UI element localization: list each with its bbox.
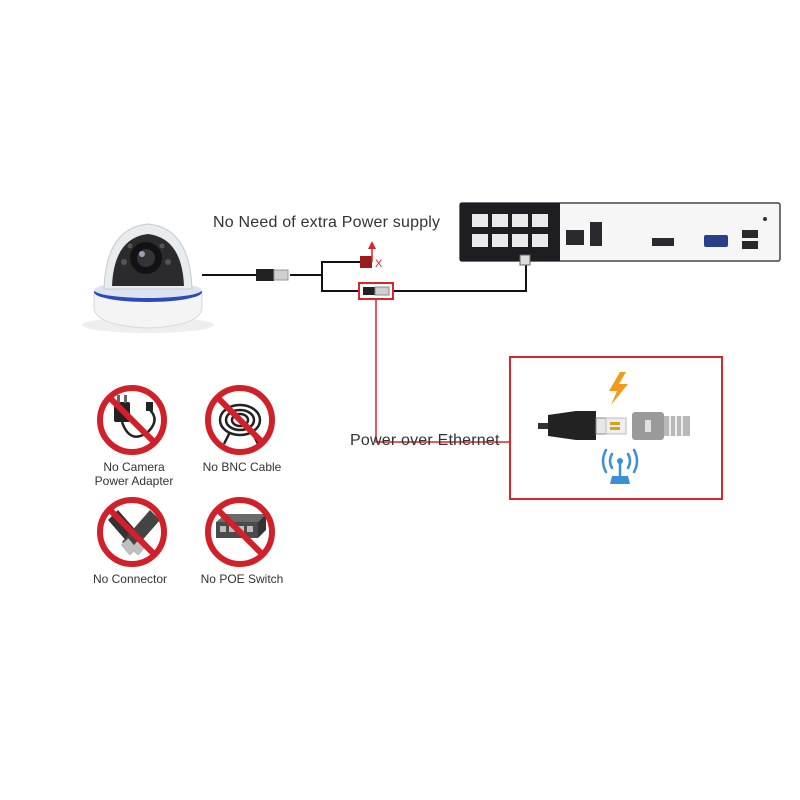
callout-line: [375, 299, 510, 443]
rj45-plug-camera-side: [256, 269, 289, 281]
bnc-cable-icon: [218, 403, 262, 445]
power-adapter-icon: [114, 395, 156, 438]
no-bnc-cable-sign: [205, 385, 275, 455]
dome-camera: [82, 223, 214, 333]
lightning-icon: [609, 372, 628, 405]
no-power-marker: X: [360, 241, 383, 270]
no-power-adapter-caption: No Camera Power Adapter: [82, 460, 186, 488]
ethernet-plug-icon: [538, 411, 690, 440]
no-power-adapter-line1: No Camera: [103, 460, 165, 474]
no-connector-caption: No Connector: [92, 572, 168, 586]
no-extra-power-label: No Need of extra Power supply: [213, 214, 441, 231]
no-poe-switch-caption: No POE Switch: [200, 572, 284, 586]
poe-connector-highlight: [358, 282, 394, 300]
wifi-antenna-icon: [601, 448, 639, 484]
no-power-adapter-sign: [97, 385, 167, 455]
network-cable: [202, 261, 527, 292]
svg-text:X: X: [375, 258, 383, 270]
no-poe-switch-sign: [205, 497, 275, 567]
no-connector-sign: [97, 497, 167, 567]
poe-nvr-recorder: [459, 202, 781, 266]
poe-label: Power over Ethernet: [350, 432, 500, 449]
no-power-adapter-line2: Power Adapter: [94, 474, 174, 488]
no-bnc-cable-caption: No BNC Cable: [202, 460, 282, 474]
